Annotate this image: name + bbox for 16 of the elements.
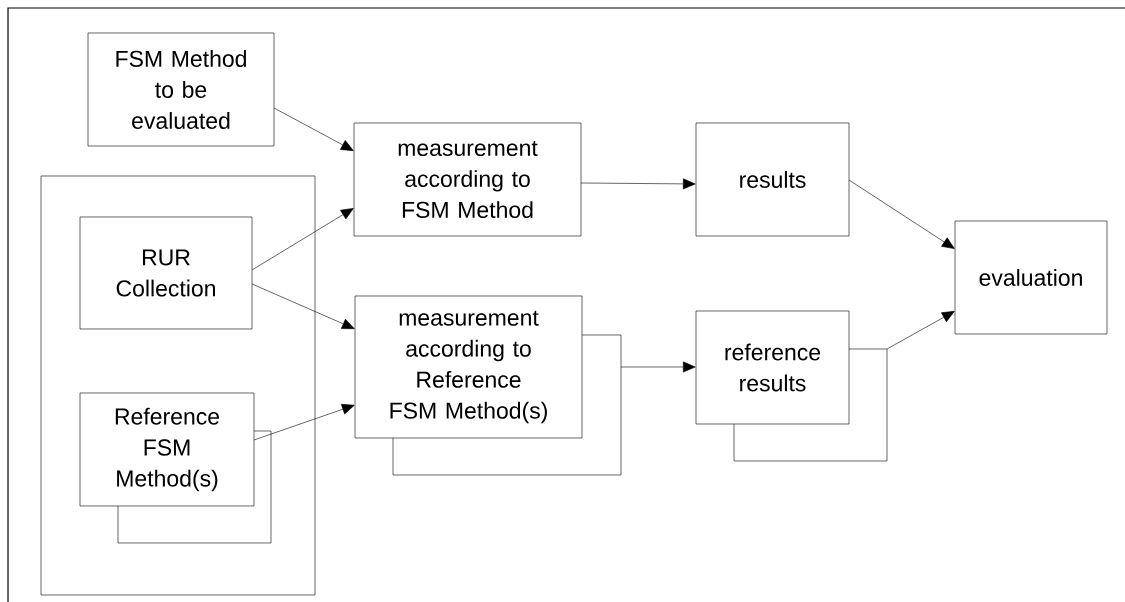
arrow [253,404,355,441]
arrow [273,107,354,151]
arrow [251,208,354,271]
arrow [886,311,955,350]
stacked-boxes: Reference FSM Method(s) [79,392,272,544]
process-box: FSM Method to be evaluated [87,32,275,147]
process-box: results [695,122,850,237]
arrow [848,179,955,249]
arrow [251,283,355,329]
arrow [620,361,696,373]
stacked-boxes: measurement according to Reference FSM Method(s) [354,295,622,476]
process-box: evaluation [954,220,1108,335]
arrow [580,178,696,190]
process-box: RUR Collection [79,216,253,330]
stacked-boxes: reference results [695,310,888,462]
process-box: measurement according to FSM Method [353,122,582,237]
